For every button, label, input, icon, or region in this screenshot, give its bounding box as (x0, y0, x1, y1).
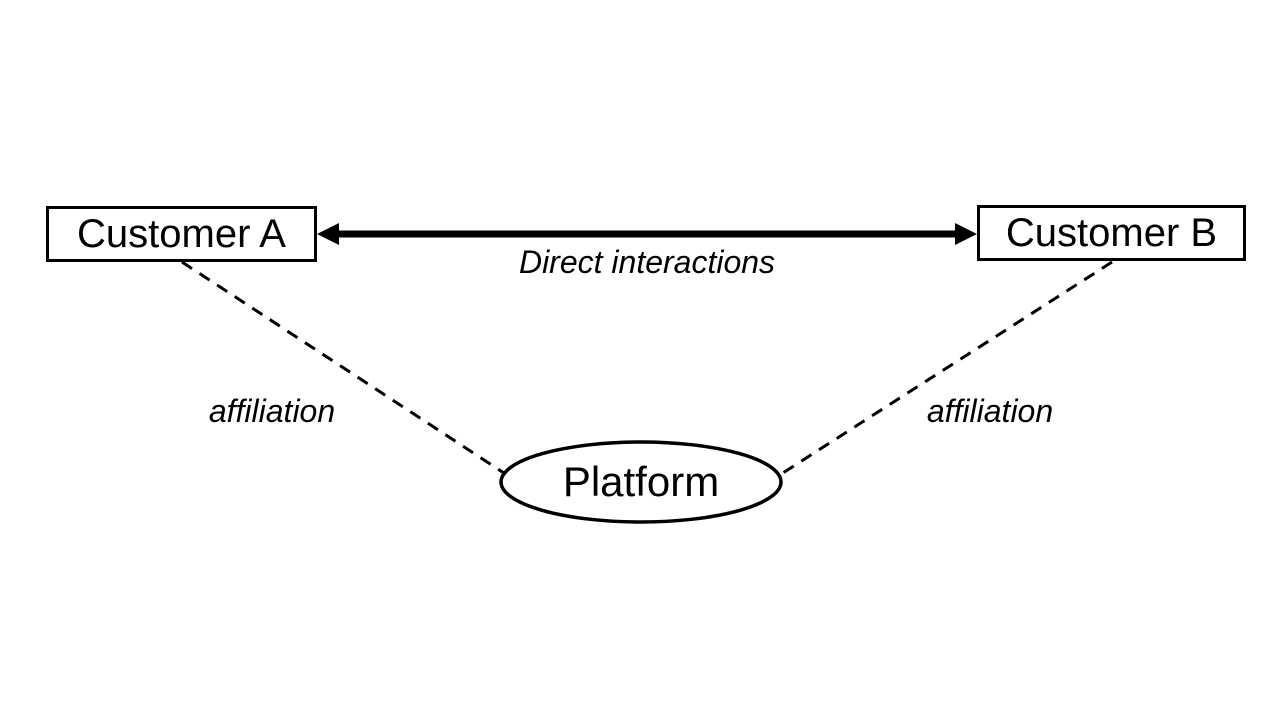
node-customer-b-label: Customer B (1005, 211, 1218, 255)
arrowhead-left-icon (317, 223, 339, 245)
node-customer-a-label: Customer A (77, 212, 286, 256)
arrowhead-right-icon (955, 223, 977, 245)
node-platform-label: Platform (562, 458, 720, 505)
node-platform-ellipse (499, 440, 783, 524)
edge-affiliation-b-label: affiliation (926, 393, 1054, 429)
edge-affiliation-b-line (774, 260, 1113, 480)
edge-direct-interactions-label: Direct interactions (518, 244, 776, 280)
edge-affiliation-a-label: affiliation (208, 393, 336, 429)
node-customer-a: Customer A (46, 206, 317, 262)
node-customer-b: Customer B (977, 205, 1246, 261)
edge-affiliation-a-line (181, 260, 511, 479)
node-platform: Platform (500, 442, 782, 522)
